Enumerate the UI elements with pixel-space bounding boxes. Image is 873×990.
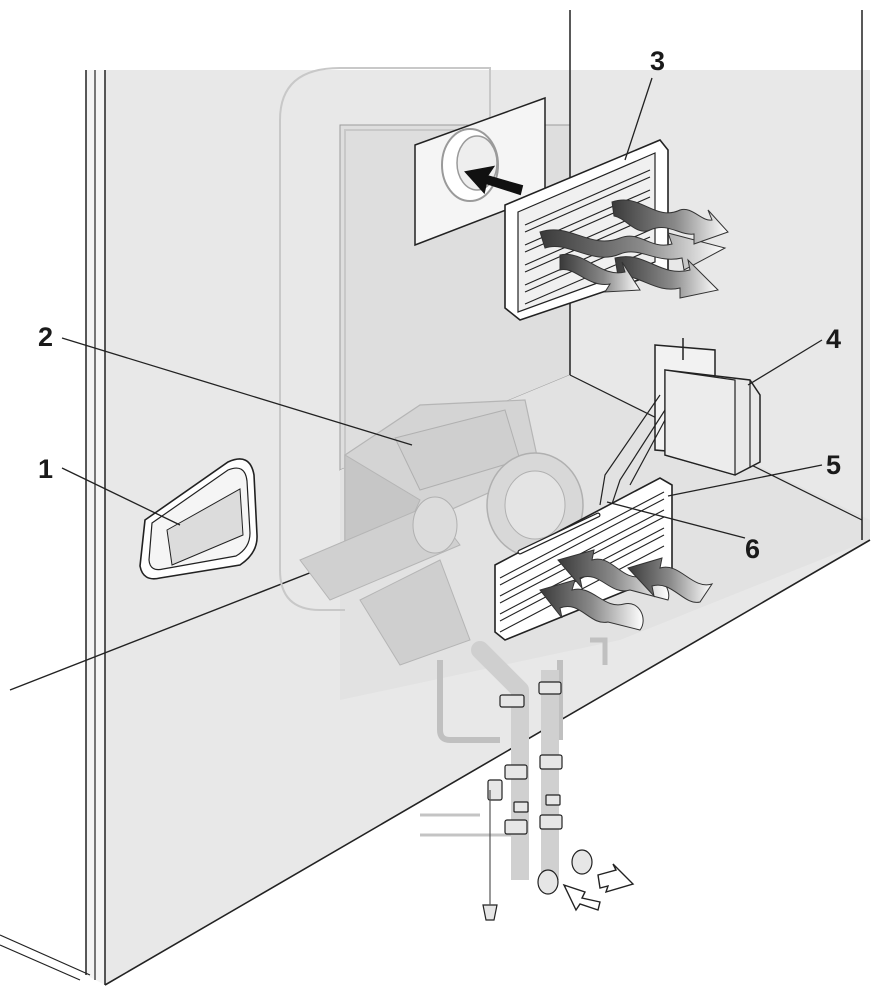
leader-2 xyxy=(61,337,413,446)
callout-2: 2 xyxy=(38,322,53,352)
leader-4 xyxy=(747,339,823,386)
airflow-arrow-icon xyxy=(464,165,524,196)
callout-5: 5 xyxy=(826,450,841,480)
leader-lines xyxy=(61,77,823,539)
callout-6: 6 xyxy=(745,534,760,564)
leader-1 xyxy=(61,467,181,526)
pipe-fittings xyxy=(482,681,593,921)
inflow-arrows xyxy=(539,549,714,631)
callout-4: 4 xyxy=(826,324,841,354)
wall-control-panel xyxy=(139,458,258,580)
callout-3: 3 xyxy=(650,46,665,76)
outflow-arrows xyxy=(539,199,729,299)
leader-3 xyxy=(624,77,653,161)
leader-6 xyxy=(606,501,746,539)
leader-5 xyxy=(667,464,823,497)
pipe-flow-arrows xyxy=(562,863,635,912)
duct-ghost xyxy=(279,67,491,611)
heat-exchanger-unit xyxy=(299,399,608,880)
callout-1: 1 xyxy=(38,454,53,484)
control-box xyxy=(599,338,761,511)
